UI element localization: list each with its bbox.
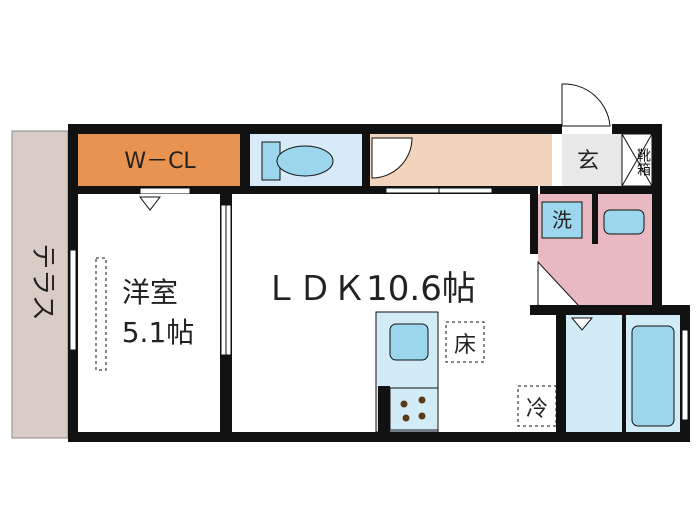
refrigerator-label: 冷 [526, 397, 548, 422]
toilet-door-swing [371, 137, 413, 179]
terrace-window [69, 249, 77, 351]
burner-icon [400, 400, 408, 408]
bath-window [681, 329, 689, 421]
terrace-label: テラス [28, 243, 58, 320]
basin [603, 209, 645, 235]
wcl-door [139, 187, 191, 195]
western-room-size: 5.1帖 [122, 316, 195, 349]
refrigerator-box [517, 385, 557, 427]
washer-box [541, 201, 583, 239]
floor-storage-label: 床 [454, 333, 476, 358]
stove-wall [378, 386, 390, 432]
door-arrow-icon [138, 196, 162, 211]
burner-icon [402, 414, 410, 422]
wall-step [652, 305, 690, 315]
terrace-area [11, 130, 69, 439]
outer-wall-bottom [68, 432, 688, 442]
wall-bath-left [556, 305, 566, 435]
closet-storage [95, 257, 107, 371]
wall-toilet-bottom [240, 186, 375, 194]
shoe-box-cross-2 [621, 133, 653, 187]
stove [389, 387, 439, 431]
ldk-label: ＬＤＫ10.6帖 [264, 269, 476, 309]
entrance-area [562, 134, 622, 186]
toilet-bowl [276, 145, 334, 177]
walk-in-closet [78, 134, 240, 186]
wall-washroom-left [530, 186, 538, 254]
wall-wcl-right [240, 130, 250, 194]
entrance-door-swing [561, 83, 611, 127]
burner-icon [418, 412, 426, 420]
western-room-name: 洋室 [122, 276, 178, 309]
wall-basin-left [592, 194, 598, 244]
outer-wall-top-left [68, 124, 562, 134]
wall-toilet-right [362, 134, 370, 190]
bath-door-arrow-icon [570, 317, 594, 331]
wall-washroom-bottom [500, 305, 660, 315]
bath-divider [622, 315, 626, 432]
outer-wall-top-right [612, 124, 660, 134]
wall-entrance-bottom [540, 186, 654, 194]
entrance-label: 玄 [577, 149, 599, 174]
walk-in-closet-label: W－CL [124, 149, 196, 174]
washer-label: 洗 [552, 208, 572, 232]
burner-icon [418, 396, 426, 404]
outer-wall-right-upper [652, 124, 662, 312]
bathtub [631, 325, 675, 427]
floor-storage-box [445, 321, 485, 363]
western-room [78, 194, 224, 432]
kitchen-sink [389, 323, 429, 361]
